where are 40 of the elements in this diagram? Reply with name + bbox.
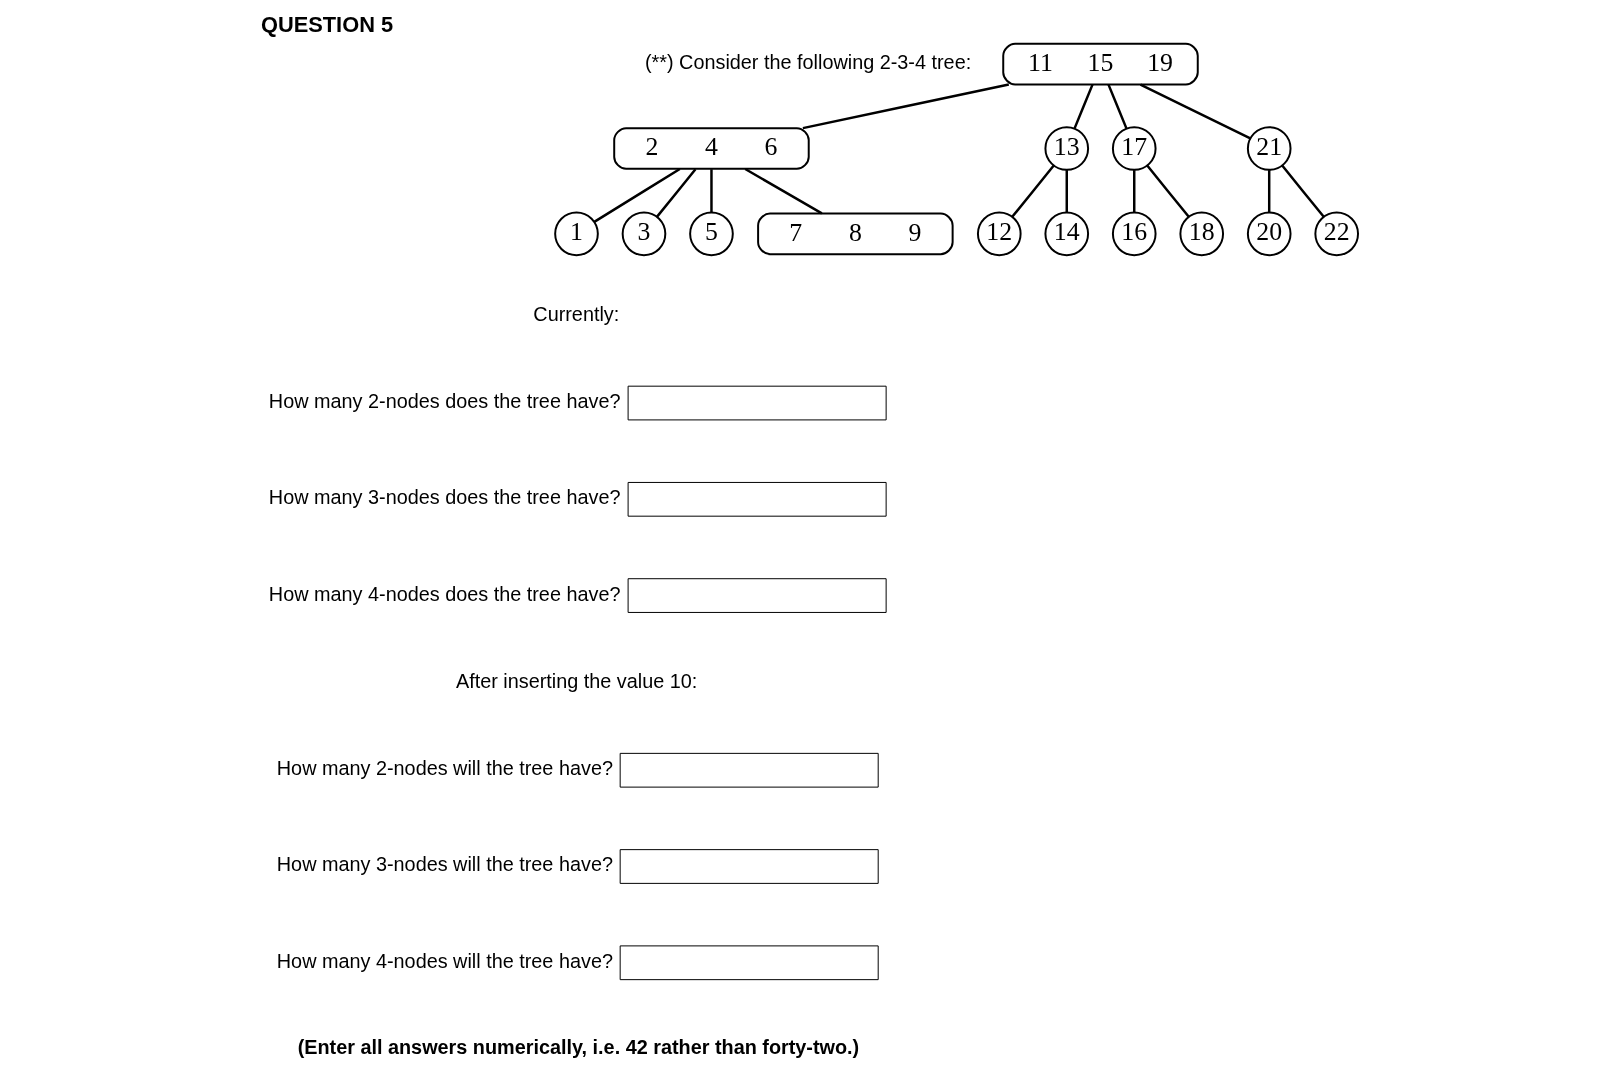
node-circle: 22 [1314, 211, 1359, 257]
label: How many 4-nodes will the tree have? [276, 949, 613, 972]
connector [710, 169, 713, 213]
connector [1146, 164, 1190, 218]
node-circle: 21 [1246, 126, 1292, 171]
connector [655, 168, 697, 218]
connector [1107, 84, 1128, 129]
connector [744, 167, 823, 215]
connector [1281, 164, 1325, 218]
label: How many 3-nodes does the tree have? [268, 486, 621, 509]
node-circle: 18 [1179, 211, 1225, 257]
connector [593, 167, 681, 223]
connector [1133, 170, 1136, 213]
connector [802, 83, 1010, 130]
node-circle: 1 [554, 211, 599, 257]
node-box: 11 15 19 [1002, 42, 1199, 86]
label: (**) Consider the following 2-3-4 tree: [644, 51, 972, 74]
node-circle: 16 [1111, 211, 1157, 257]
node-circle: 12 [976, 211, 1022, 257]
label: After inserting the value 10: [455, 669, 698, 692]
label: How many 4-nodes does the tree have? [268, 582, 621, 605]
connector [1073, 84, 1094, 129]
node-box: 2 4 6 [613, 127, 810, 170]
connector [1065, 170, 1068, 213]
node-circle: 3 [621, 211, 667, 257]
node-circle: 5 [689, 211, 734, 257]
node-circle: 20 [1246, 211, 1292, 257]
node-box: 7 8 9 [757, 212, 954, 256]
label: How many 3-nodes will the tree have? [276, 853, 613, 876]
label: Currently: [533, 302, 620, 325]
label: How many 2-nodes will the tree have? [276, 757, 613, 780]
node-circle: 17 [1111, 126, 1157, 171]
connector [1011, 164, 1055, 218]
connector [1139, 83, 1251, 140]
diagram-title: QUESTION 5 [260, 12, 394, 38]
connector [1267, 170, 1271, 213]
node-circle: 14 [1044, 211, 1090, 257]
label: How many 2-nodes does the tree have? [268, 390, 621, 413]
node-circle: 13 [1044, 126, 1090, 171]
label: (Enter all answers numerically, i.e. 42 rather than forty-two.) [297, 1036, 860, 1059]
